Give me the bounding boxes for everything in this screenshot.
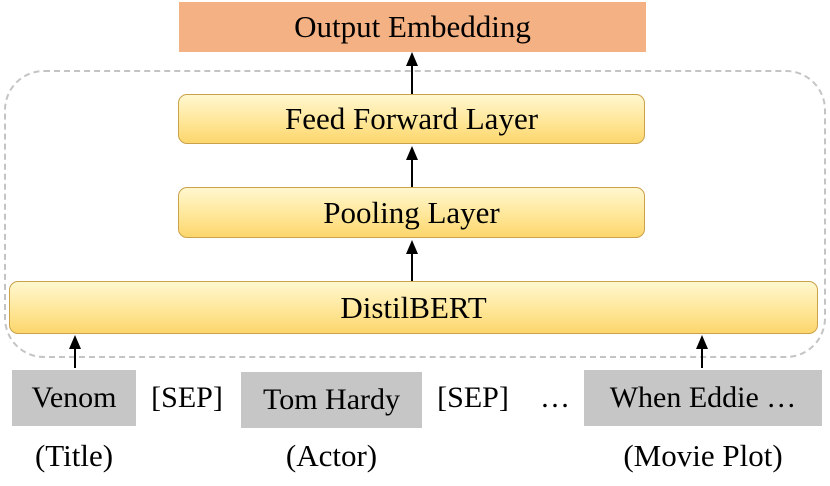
token-plot: When Eddie … [584,370,822,426]
feed-forward-layer: Feed Forward Layer [178,94,645,144]
arrowhead-feedforward-icon [406,146,418,160]
token-actor: Tom Hardy [241,372,422,428]
token-ellipsis-text: … [540,381,570,414]
arrowhead-plot-icon [696,335,708,349]
output-embedding-label: Output Embedding [294,9,531,44]
token-sep-2: [SEP] [424,370,522,426]
pooling-layer: Pooling Layer [178,187,645,238]
token-actor-text: Tom Hardy [262,383,401,416]
output-embedding-box: Output Embedding [179,2,646,52]
caption-plot-text: (Movie Plot) [623,438,783,473]
caption-actor: (Actor) [241,436,422,476]
arrowhead-output-icon [406,52,418,66]
arrowhead-title-icon [69,335,81,349]
caption-plot: (Movie Plot) [584,436,822,476]
arrowhead-pooling-icon [406,240,418,254]
model-container [4,70,826,358]
token-sep-1: [SEP] [138,370,236,426]
caption-title: (Title) [12,436,136,476]
distilbert-layer: DistilBERT [9,281,818,334]
caption-actor-text: (Actor) [285,438,378,473]
token-ellipsis: … [530,370,580,426]
token-sep-2-text: [SEP] [437,381,509,414]
token-title: Venom [12,370,136,426]
token-title-text: Venom [31,381,117,414]
feed-forward-label: Feed Forward Layer [284,101,539,136]
caption-title-text: (Title) [34,438,114,473]
token-plot-text: When Eddie … [609,381,797,414]
pooling-label: Pooling Layer [323,194,500,230]
token-sep-1-text: [SEP] [151,381,223,414]
distilbert-label: DistilBERT [340,289,487,325]
